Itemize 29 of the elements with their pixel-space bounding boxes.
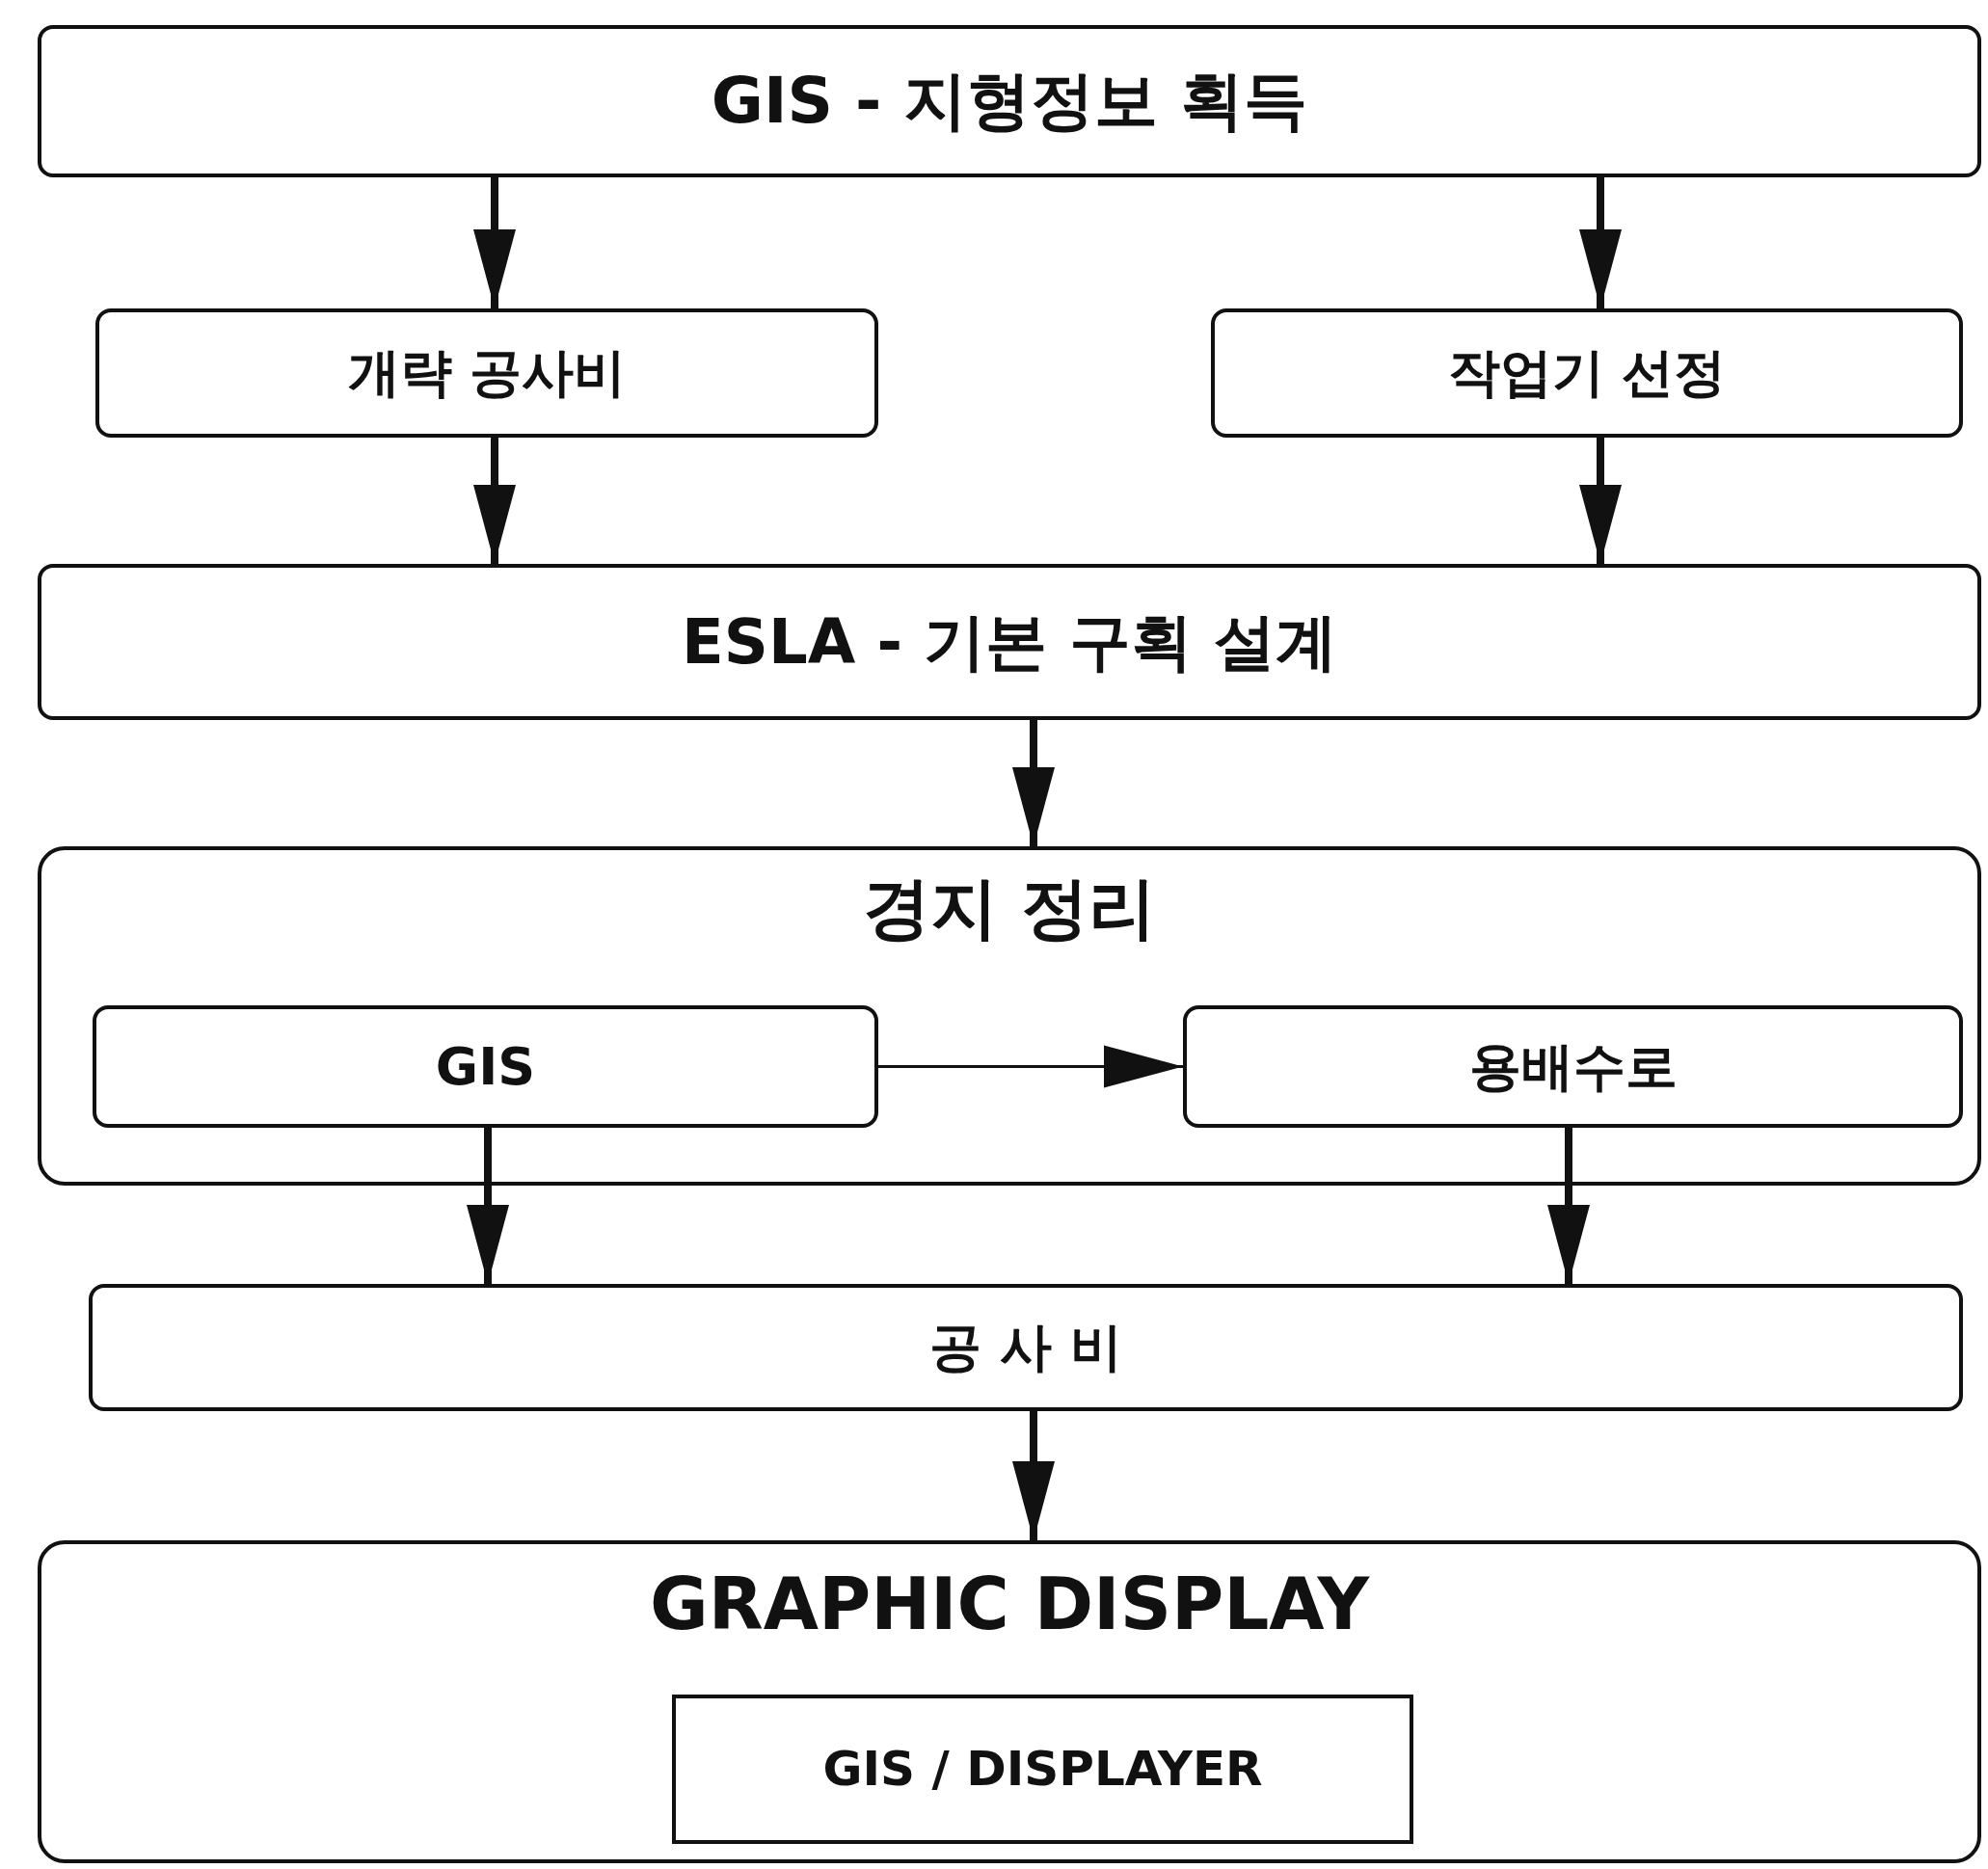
arrow: [467, 1128, 509, 1284]
box-label: GIS / DISPLAYER: [822, 1743, 1263, 1796]
process-box: [38, 25, 1981, 177]
arrow: [473, 177, 516, 308]
box-label: GIS: [435, 1037, 536, 1096]
box-label: 공 사 비: [929, 1319, 1122, 1376]
box-label: 용배수로: [1468, 1037, 1678, 1096]
group-heading: 경지 정리: [862, 871, 1157, 946]
process-box: [1211, 308, 1963, 438]
arrow: [1012, 1411, 1055, 1540]
arrow: [878, 1045, 1183, 1088]
process-box: [38, 564, 1981, 720]
process-box: [95, 308, 878, 438]
group-box: [38, 846, 1981, 1186]
box-label: GIS - 지형정보 획득: [711, 66, 1308, 137]
arrow: [1579, 177, 1622, 308]
box-label: 개략 공사비: [347, 344, 627, 402]
process-box: [672, 1695, 1413, 1844]
arrow: [1579, 438, 1622, 564]
group-box: [38, 1540, 1981, 1863]
process-box: [89, 1284, 1963, 1411]
group-heading: GRAPHIC DISPLAY: [649, 1565, 1370, 1644]
process-box: [1183, 1005, 1963, 1128]
arrow: [1547, 1128, 1590, 1284]
arrow: [1012, 720, 1055, 846]
process-box: [93, 1005, 878, 1128]
box-label: ESLA - 기본 구획 설계: [682, 607, 1337, 677]
arrow: [473, 438, 516, 564]
box-label: 작업기 선정: [1447, 344, 1727, 402]
